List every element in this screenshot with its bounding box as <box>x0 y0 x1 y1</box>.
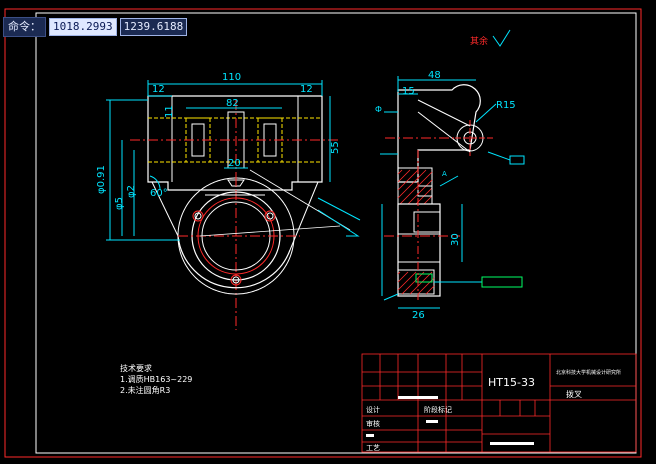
company-name: 北京科技大学机械设计研究所 <box>556 369 621 376</box>
dim-dia-a: φ5 <box>114 197 125 210</box>
roughness-symbol-icon: 其余 <box>470 29 511 47</box>
command-label: 命令： <box>3 17 46 37</box>
tech-requirements-line2: 2.未注圆角R3 <box>120 385 170 395</box>
dim-dia-b: φ2 <box>126 185 137 198</box>
side-view <box>384 84 495 300</box>
outer-frame <box>4 8 642 458</box>
dim-right-height: 55 <box>330 141 341 154</box>
dim-right-top: 12 <box>300 84 313 95</box>
tech-requirements-line1: 1.调质HB163~229 <box>120 374 192 384</box>
stage-label: 阶段标记 <box>424 405 452 414</box>
inner-frame <box>35 12 637 454</box>
command-bar: 命令： 1018.2993 1239.6188 <box>3 17 188 37</box>
dim-radius: R15 <box>496 100 516 111</box>
dim-left-side: 11 <box>164 105 175 118</box>
dim-center-width: 20 <box>228 158 241 169</box>
part-name: 拨叉 <box>566 389 582 399</box>
row-design: 设计 <box>366 405 380 414</box>
row-check: 审核 <box>366 419 380 428</box>
dim-side-bottom: 26 <box>412 310 425 321</box>
coord-y-field[interactable]: 1239.6188 <box>119 18 188 36</box>
dim-inner-width: 82 <box>226 98 239 109</box>
tech-requirements: 技术要求 1.调质HB163~229 2.未注圆角R3 <box>120 363 192 395</box>
dim-side-width: 48 <box>428 70 441 81</box>
dim-arrow-top-icon: Ф <box>375 105 382 114</box>
front-dimensions: 110 12 12 82 11 55 20 φ0.91 φ5 φ2 60° <box>96 72 361 241</box>
title-block <box>361 353 637 453</box>
material-label: HT15-33 <box>488 376 535 389</box>
side-dimensions: 48 15 R15 Ф 30 26 A <box>375 70 525 321</box>
dim-side-top: 15 <box>402 86 415 97</box>
dim-left-top: 12 <box>152 84 165 95</box>
row-process: 工艺 <box>366 444 380 452</box>
title-block-text: HT15-33 北京科技大学机械设计研究所 拨叉 设计 阶段标记 审核 工艺 <box>366 369 621 452</box>
section-label: A <box>442 170 447 178</box>
dim-overall-width: 110 <box>222 72 241 83</box>
dim-side-depth: 30 <box>450 233 461 246</box>
dim-total-height: φ0.91 <box>96 165 107 194</box>
coord-x-field[interactable]: 1018.2993 <box>49 18 117 36</box>
front-view <box>130 95 351 330</box>
svg-text:其余: 其余 <box>470 35 488 47</box>
dim-angle: 60° <box>150 188 168 199</box>
tech-requirements-title: 技术要求 <box>120 363 152 373</box>
